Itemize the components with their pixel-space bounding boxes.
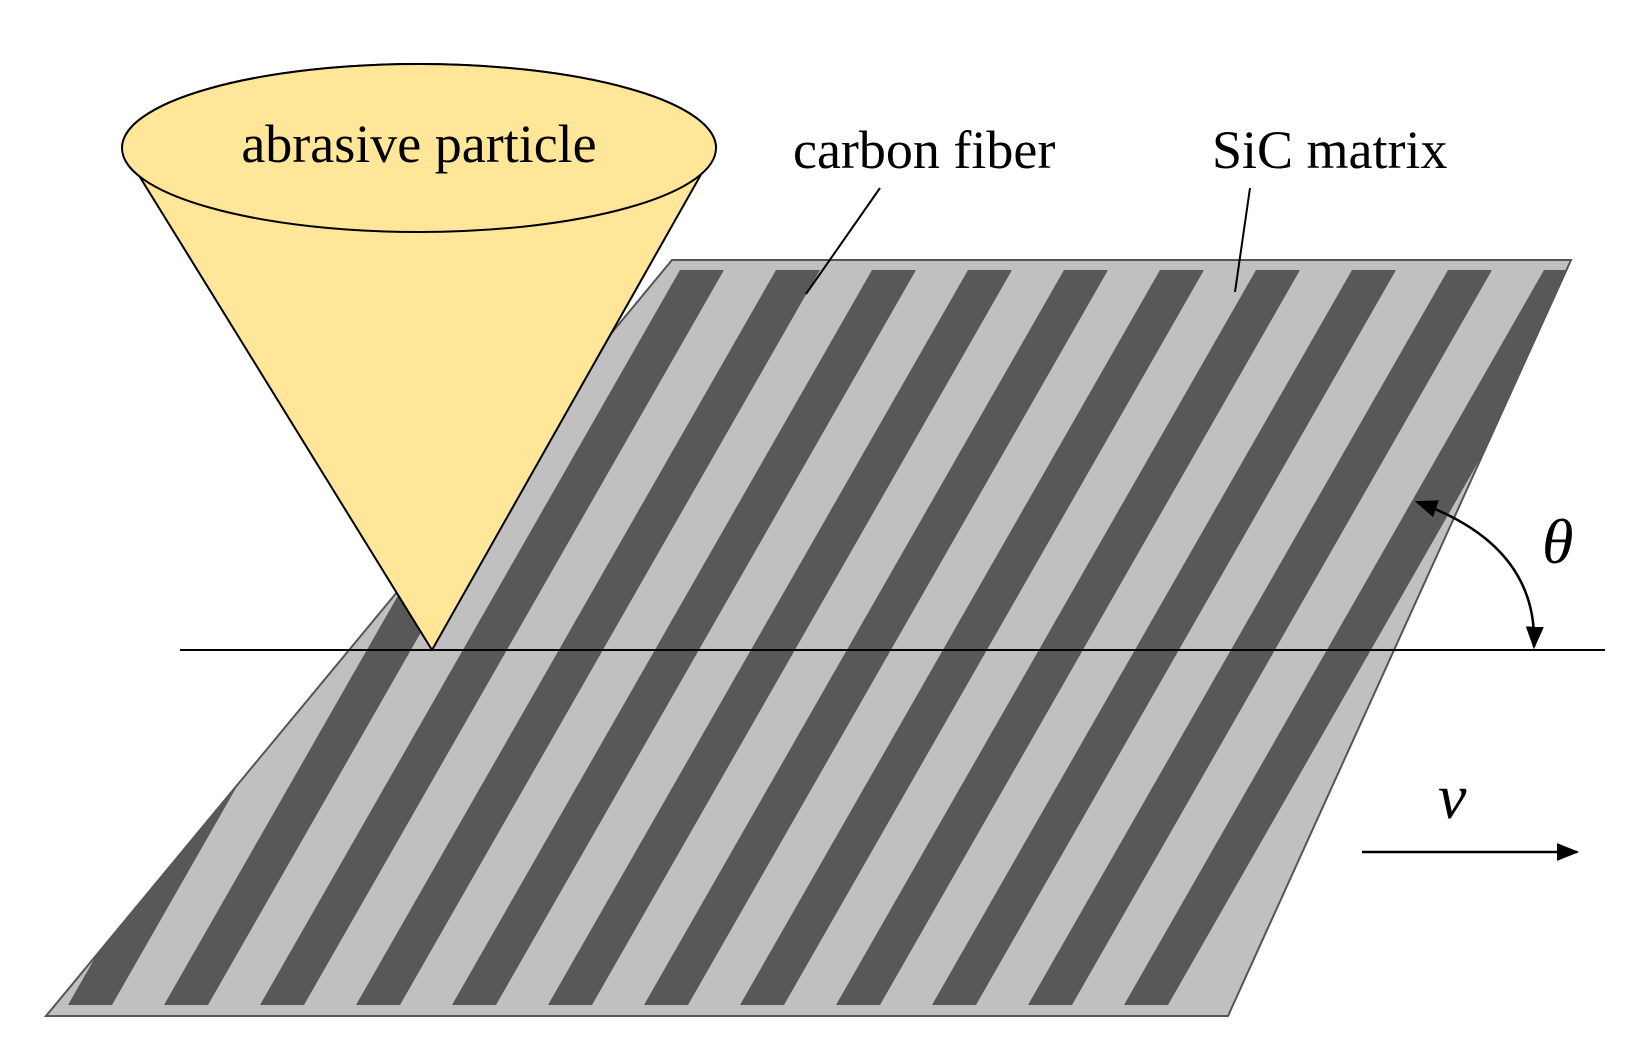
sic-matrix-leader [1234,187,1251,293]
carbon-fiber [1028,270,1492,1005]
carbon-fiber [356,270,820,1005]
angle-arc [1414,500,1544,650]
carbon-fiber [836,270,1300,1005]
carbon-fiber [548,270,1012,1005]
carbon-fiber-label: carbon fiber [793,120,1055,180]
particle-label: abrasive particle [241,114,596,174]
sic-matrix-label: SiC matrix [1212,120,1448,180]
angle-symbol: θ [1542,506,1573,577]
abrasive-particle: abrasive particle [121,63,717,651]
carbon-fiber [1124,270,1571,1005]
carbon-fiber-group [68,270,1571,1005]
carbon-fiber [452,270,916,1005]
velocity-symbol: v [1438,761,1467,832]
carbon-fiber [644,270,1108,1005]
carbon-fiber [260,270,724,1005]
carbon-fiber-leader [805,187,881,295]
particle-cone-top [121,63,717,233]
carbon-fiber [740,270,1204,1005]
carbon-fiber [932,270,1396,1005]
